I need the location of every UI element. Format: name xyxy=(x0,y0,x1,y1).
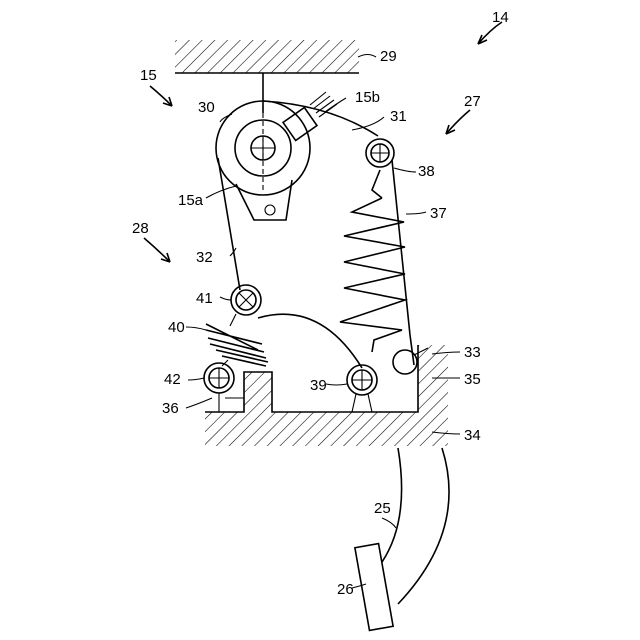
pedal-arm-25 xyxy=(382,448,449,604)
leader-lines xyxy=(186,55,460,589)
label-25: 25 xyxy=(374,500,391,517)
ceiling-mount xyxy=(175,40,359,73)
label-15b: 15b xyxy=(355,89,380,106)
roller-42 xyxy=(204,363,234,393)
arm-15a xyxy=(236,180,292,220)
cable-31 xyxy=(263,101,378,136)
cable-32 xyxy=(218,158,240,290)
arrow-28 xyxy=(144,238,170,262)
roller-41 xyxy=(231,285,261,315)
pedal-pad-26 xyxy=(355,544,393,631)
arrow-15 xyxy=(150,86,172,106)
label-15: 15 xyxy=(140,67,157,84)
label-27: 27 xyxy=(464,93,481,110)
label-32: 32 xyxy=(196,249,213,266)
label-39: 39 xyxy=(310,377,327,394)
label-36: 36 xyxy=(162,400,179,417)
label-33: 33 xyxy=(464,344,481,361)
label-29: 29 xyxy=(380,48,397,65)
label-26: 26 xyxy=(337,581,354,598)
roller-39 xyxy=(347,365,377,395)
label-41: 41 xyxy=(196,290,213,307)
label-38: 38 xyxy=(418,163,435,180)
label-42: 42 xyxy=(164,371,181,388)
label-15a: 15a xyxy=(178,192,204,209)
sensor-15b xyxy=(283,92,337,140)
label-35: 35 xyxy=(464,371,481,388)
label-14: 14 xyxy=(492,9,509,26)
label-34: 34 xyxy=(464,427,481,444)
spring-hook xyxy=(372,170,382,198)
label-37: 37 xyxy=(430,205,447,222)
label-40: 40 xyxy=(168,319,185,336)
label-31: 31 xyxy=(390,108,407,125)
label-28: 28 xyxy=(132,220,149,237)
lever-arm xyxy=(392,160,414,365)
roller-38 xyxy=(366,139,394,167)
arrow-27 xyxy=(446,110,470,134)
spring-40 xyxy=(206,314,268,366)
label-30: 30 xyxy=(198,99,215,116)
spring-37 xyxy=(340,198,405,352)
